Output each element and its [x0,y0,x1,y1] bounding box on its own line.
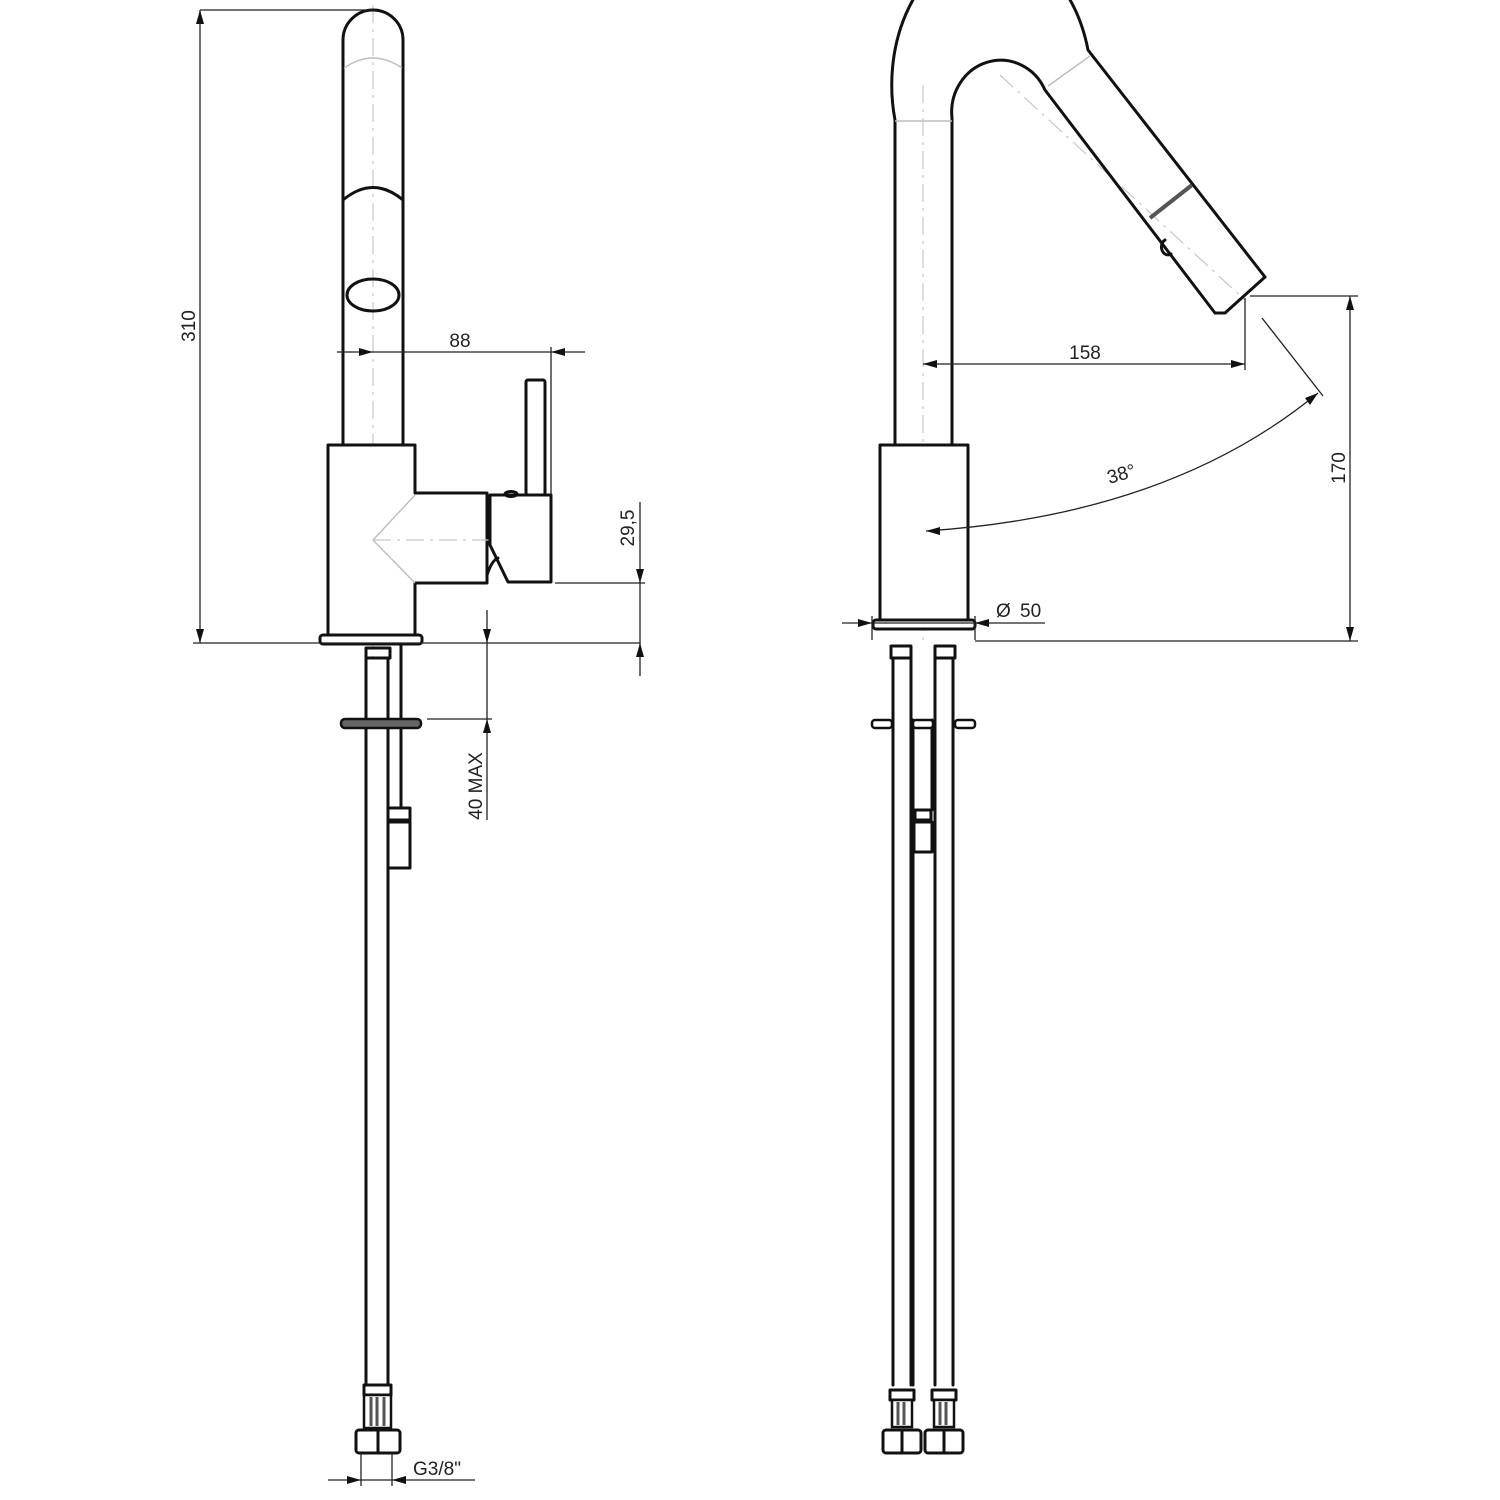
dim-body-diameter: 50 [1020,601,1041,622]
front-connectors [881,1388,965,1455]
spout-outlet [345,277,401,313]
dim-outlet-height: 170 [1329,452,1350,484]
dim-swivel-angle: 38° [1105,461,1138,489]
front-body [878,443,970,622]
dim-total-height: 310 [179,310,200,342]
dim-diameter-symbol: Ø [996,601,1011,622]
base-plate [318,633,424,646]
curved-spout [890,0,1267,447]
lever-base [488,493,553,584]
dim-lever-axis-height: 29,5 [618,510,639,547]
side-view: 310 88 29,5 40 MAX G3/8" [179,5,645,1486]
dim-lever-reach: 88 [449,331,470,352]
fixing-washer [339,717,423,730]
front-view: 158 170 38° Ø 50 [842,0,1358,1455]
dim-spout-reach: 158 [1069,343,1101,364]
lever-handle [524,378,547,497]
front-base-plate [871,618,977,631]
dim-connection-thread: G3/8" [413,1459,461,1480]
dim-max-deck-thickness: 40 MAX [466,752,487,820]
mixer-body [326,443,489,639]
